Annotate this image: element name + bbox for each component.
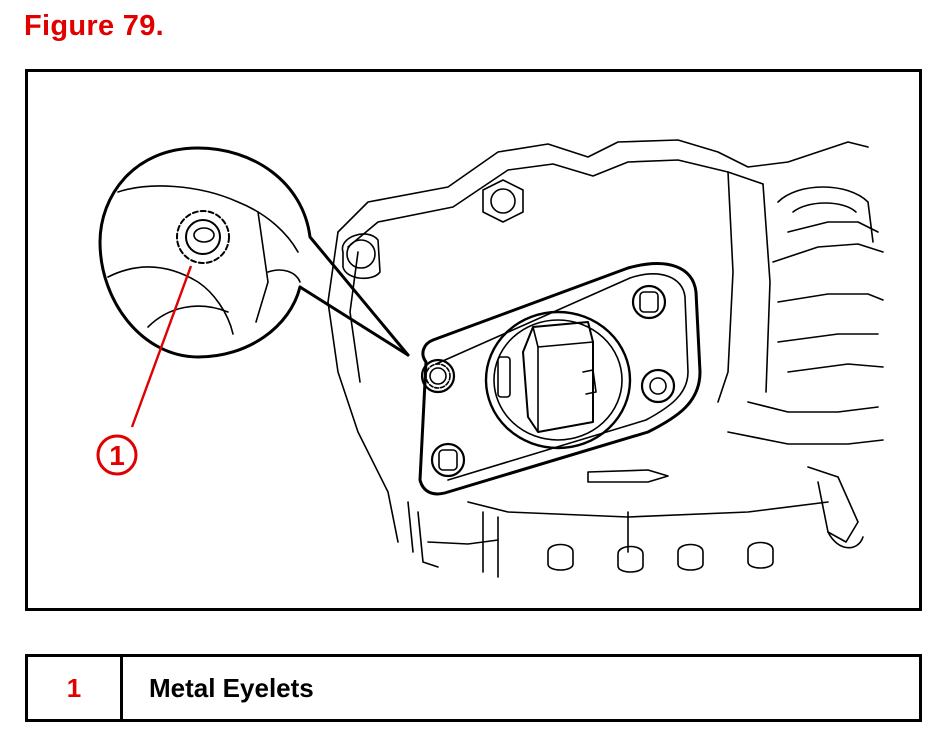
bolt-hole-left (420, 358, 456, 394)
callout-number-circle (96, 434, 138, 476)
detail-magnifier (98, 146, 410, 359)
callout-1: 1 (96, 265, 193, 476)
callout-number: 1 (109, 440, 125, 471)
metal-eyelet-detail (176, 210, 230, 264)
engine-illustration: 1 (96, 139, 884, 578)
housing-line-art (327, 139, 884, 578)
legend-table: 1 Metal Eyelets (25, 654, 922, 722)
figure-title: Figure 79. (24, 10, 164, 42)
legend-row-label: Metal Eyelets (149, 672, 314, 703)
bolt-hole-bottom-left (430, 442, 466, 478)
bolt-hole-top-right (631, 284, 667, 320)
legend-row-number: 1 (28, 657, 123, 719)
metal-eyelet-flange (425, 363, 451, 389)
illustration-frame: 1 (25, 69, 922, 611)
flange-plate (418, 262, 702, 496)
bolt-hole-right (640, 368, 676, 404)
